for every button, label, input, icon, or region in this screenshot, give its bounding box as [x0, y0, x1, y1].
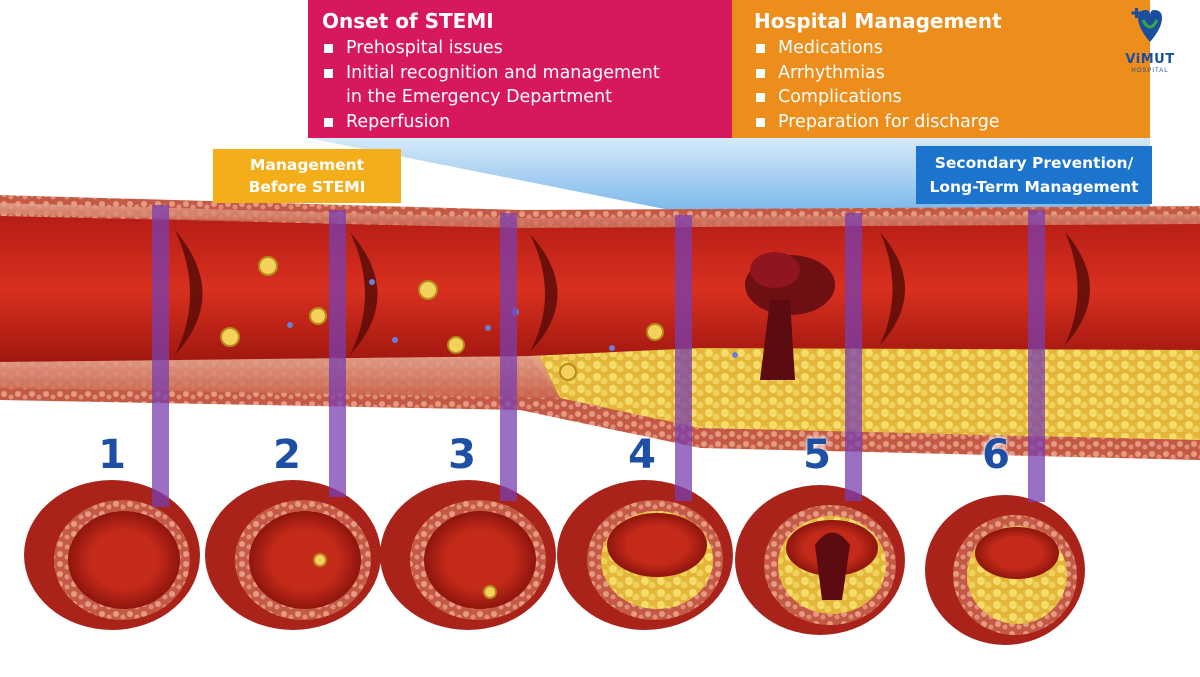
stage-markers [152, 205, 1045, 507]
hospital-item: Arrhythmias [754, 61, 1140, 86]
stage-number-6: 6 [982, 432, 1010, 478]
onset-title: Onset of STEMI [322, 9, 494, 33]
onset-item: Reperfusion [322, 110, 722, 135]
logo-subtext: HOSPITAL [1131, 68, 1169, 74]
artery-lumen [0, 216, 1200, 362]
square-bullet-icon [756, 117, 765, 127]
cross-section-2 [205, 480, 381, 630]
hospital-list: Medications Arrhythmias Complications Pr… [754, 36, 1140, 134]
stage-number-2: 2 [273, 432, 301, 478]
cross-section-1 [24, 480, 200, 630]
onset-of-stemi-panel: Onset of STEMI Prehospital issues Initia… [308, 0, 732, 138]
square-bullet-icon [324, 68, 333, 78]
stage-number-3: 3 [448, 432, 476, 478]
vimut-logo: ViMUT HOSPITAL [1108, 4, 1192, 94]
square-bullet-icon [324, 117, 333, 127]
heart-cross-icon [1131, 8, 1162, 42]
onset-list: Prehospital issues Initial recognition a… [322, 36, 722, 134]
cross-section-6 [925, 495, 1085, 645]
hospital-title: Hospital Management [754, 9, 1002, 33]
square-bullet-icon [756, 93, 765, 102]
stage-number-1: 1 [98, 432, 126, 478]
stage-number-4: 4 [628, 432, 656, 478]
onset-item-continued: in the Emergency Department [346, 87, 612, 107]
cross-section-5 [735, 485, 905, 635]
hospital-management-panel: Hospital Management Medications Arrhythm… [732, 0, 1150, 138]
hospital-item: Preparation for discharge [754, 110, 1140, 135]
square-bullet-icon [324, 44, 333, 53]
stage-number-5: 5 [803, 432, 831, 478]
hospital-item: Medications [754, 36, 1140, 61]
onset-item: Prehospital issues [322, 36, 722, 61]
thrombus [745, 252, 835, 380]
logo-wordmark: ViMUT [1125, 52, 1175, 67]
management-before-stemi-label: Management Before STEMI [213, 149, 401, 203]
hospital-item: Complications [754, 85, 1140, 110]
square-bullet-icon [756, 68, 765, 78]
square-bullet-icon [756, 44, 765, 53]
secondary-prevention-label: Secondary Prevention/ Long-Term Manageme… [916, 146, 1152, 204]
cross-section-3 [380, 480, 556, 630]
cross-section-4 [557, 480, 733, 630]
blood-cells [220, 256, 738, 381]
onset-item: Initial recognition and management [322, 61, 722, 86]
